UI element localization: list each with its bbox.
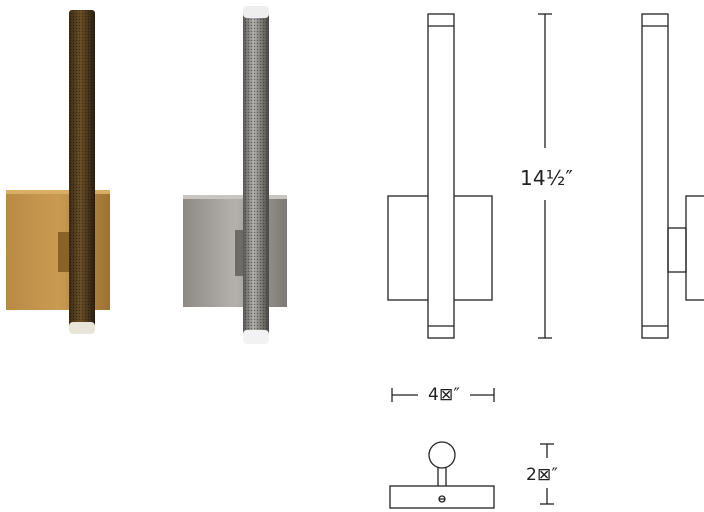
height-dimension-label: 14½″ [520, 166, 574, 190]
side-tube-outline [641, 13, 669, 339]
brass-sconce-photo [6, 10, 110, 334]
front-tube-outline [427, 13, 455, 339]
top-backplate-outline [389, 485, 495, 509]
top-view-drawing [389, 441, 554, 509]
nickel-sconce-photo [183, 6, 287, 344]
width-dimension [391, 388, 495, 402]
side-view-drawing [641, 13, 704, 339]
width-dimension-label: 4⊠″ [428, 385, 461, 405]
top-tube-outline [428, 441, 456, 469]
depth-dimension-label: 2⊠″ [526, 465, 559, 485]
front-view-drawing [387, 13, 552, 339]
